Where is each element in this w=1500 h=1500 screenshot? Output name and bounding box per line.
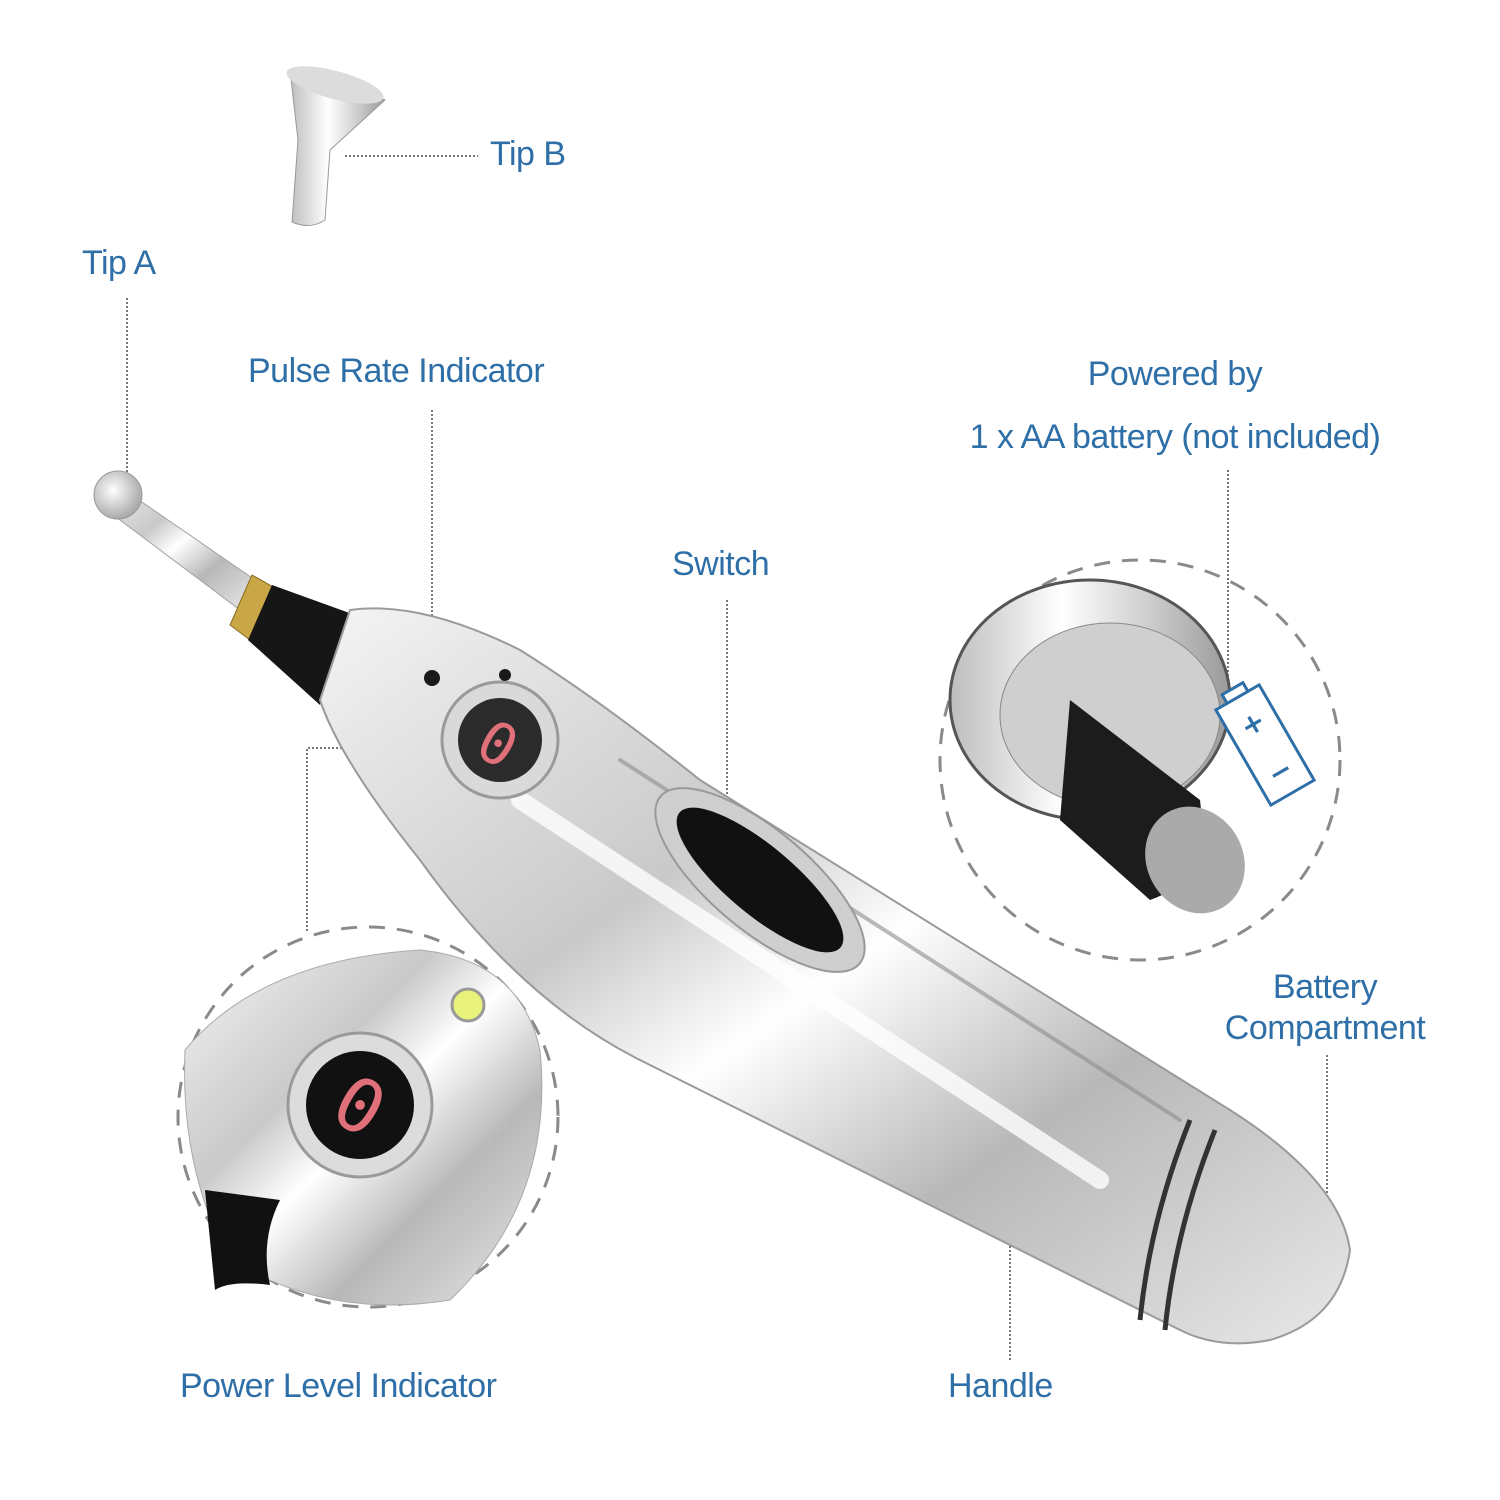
powered-by-line1: Powered by bbox=[1087, 355, 1263, 393]
switch-button[interactable] bbox=[628, 758, 891, 1002]
tip-b-part bbox=[286, 66, 386, 226]
power-level-leader-line bbox=[306, 747, 470, 932]
label-pulse-rate-indicator: Pulse Rate Indicator bbox=[248, 352, 545, 390]
label-tip-b: Tip B bbox=[490, 135, 566, 173]
label-battery-compartment: Battery Compartment bbox=[1195, 967, 1455, 1049]
battery-compartment-line2: Compartment bbox=[1224, 1008, 1426, 1047]
battery-icon: + − bbox=[1213, 680, 1317, 808]
power-level-inset: 0 bbox=[176, 925, 560, 1309]
label-switch: Switch bbox=[672, 545, 770, 583]
battery-compartment-line1: Battery bbox=[1272, 968, 1378, 1006]
battery-inset: + − bbox=[938, 558, 1342, 962]
label-powered-by: Powered by 1 x AA battery (not included) bbox=[920, 354, 1430, 458]
label-tip-a: Tip A bbox=[82, 244, 156, 282]
label-power-level-indicator: Power Level Indicator bbox=[180, 1367, 497, 1405]
indicator-led bbox=[450, 987, 486, 1023]
pen-body: 0 bbox=[93, 470, 1352, 1345]
label-handle: Handle bbox=[948, 1367, 1053, 1405]
powered-by-line2: 1 x AA battery (not included) bbox=[969, 417, 1381, 456]
